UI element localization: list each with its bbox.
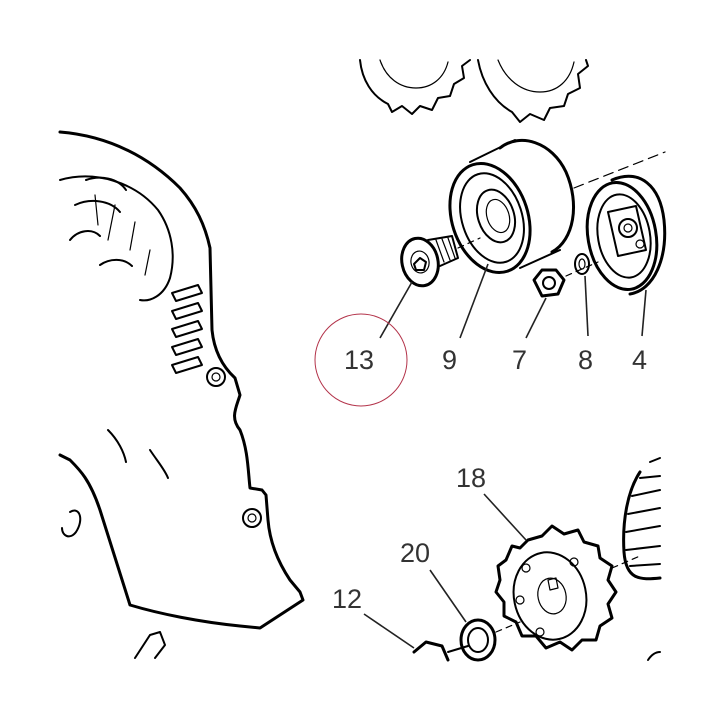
leader-lines (363, 263, 647, 649)
bolt-part-12 (412, 640, 469, 662)
callout-13: 13 (344, 345, 375, 375)
callout-18: 18 (456, 463, 487, 493)
callout-7: 7 (512, 345, 528, 375)
callout-8: 8 (578, 345, 594, 375)
callout-4: 4 (632, 345, 648, 375)
cover-vents (171, 284, 203, 374)
idler-pulley-part-9 (448, 138, 666, 275)
belt-right-edge (622, 457, 662, 661)
callout-9: 9 (442, 345, 458, 375)
callout-12: 12 (332, 584, 363, 614)
callout-13-highlight-circle (314, 313, 408, 407)
bolt-part-13 (400, 235, 481, 288)
timing-belt-cover (58, 130, 305, 659)
callout-20: 20 (400, 538, 431, 568)
camshaft-gears-top (359, 59, 589, 123)
washer-part-8 (574, 253, 590, 275)
tensioner-part-4 (585, 174, 667, 296)
crank-sprocket-part-18 (494, 524, 641, 652)
seal-ring-part-20 (459, 618, 521, 662)
